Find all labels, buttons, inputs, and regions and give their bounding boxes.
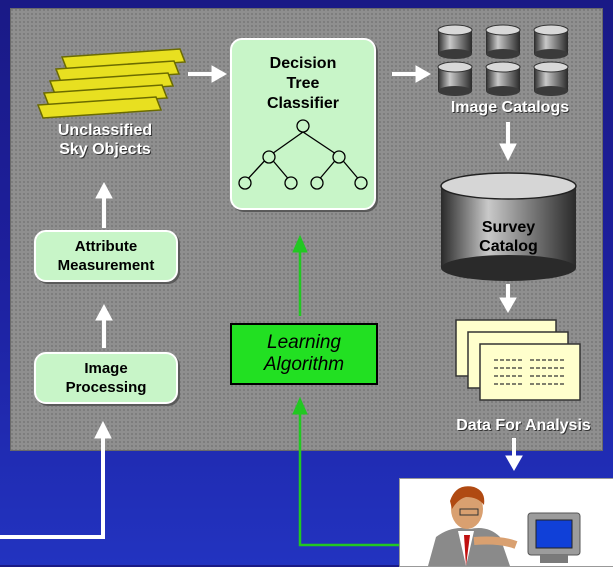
stacked-document-pages-icon <box>455 319 581 401</box>
green-arrows <box>292 234 399 547</box>
unclassified-line-2: Sky Objects <box>59 141 151 158</box>
database-cylinder-icon <box>437 24 569 96</box>
image-processing-line-1: Image <box>84 360 128 377</box>
survey-catalog-line-2: Catalog <box>479 238 538 255</box>
decision-tree-classifier-box: Decision Tree Classifier <box>230 38 376 210</box>
decision-tree-line-2: Tree <box>286 75 320 92</box>
image-processing-box: Image Processing <box>34 352 178 404</box>
decision-tree-title: Decision Tree Classifier <box>232 54 374 114</box>
decision-tree-line-1: Decision <box>269 55 337 72</box>
tree-diagram-icon <box>238 119 368 190</box>
attribute-line-2: Measurement <box>57 257 155 274</box>
survey-catalog-label: Survey Catalog <box>441 218 576 256</box>
white-arrows <box>0 65 523 539</box>
learning-line-2: Algorithm <box>263 354 345 375</box>
stacked-yellow-plates-icon <box>36 48 187 119</box>
image-catalogs-label: Image Catalogs <box>450 99 570 116</box>
image-processing-line-2: Processing <box>65 379 147 396</box>
data-for-analysis-label: Data For Analysis <box>456 417 591 434</box>
survey-catalog-cylinder <box>440 172 577 281</box>
learning-line-1: Learning <box>267 332 341 353</box>
attribute-line-1: Attribute <box>74 238 138 255</box>
decision-tree-line-3: Classifier <box>266 95 340 112</box>
survey-catalog-line-1: Survey <box>481 219 536 236</box>
person-at-computer-icon <box>399 478 613 567</box>
unclassified-line-1: Unclassified <box>57 122 153 139</box>
unclassified-sky-objects-label: Unclassified Sky Objects <box>30 121 180 159</box>
learning-algorithm-box: Learning Algorithm <box>230 323 378 385</box>
attribute-measurement-box: Attribute Measurement <box>34 230 178 282</box>
